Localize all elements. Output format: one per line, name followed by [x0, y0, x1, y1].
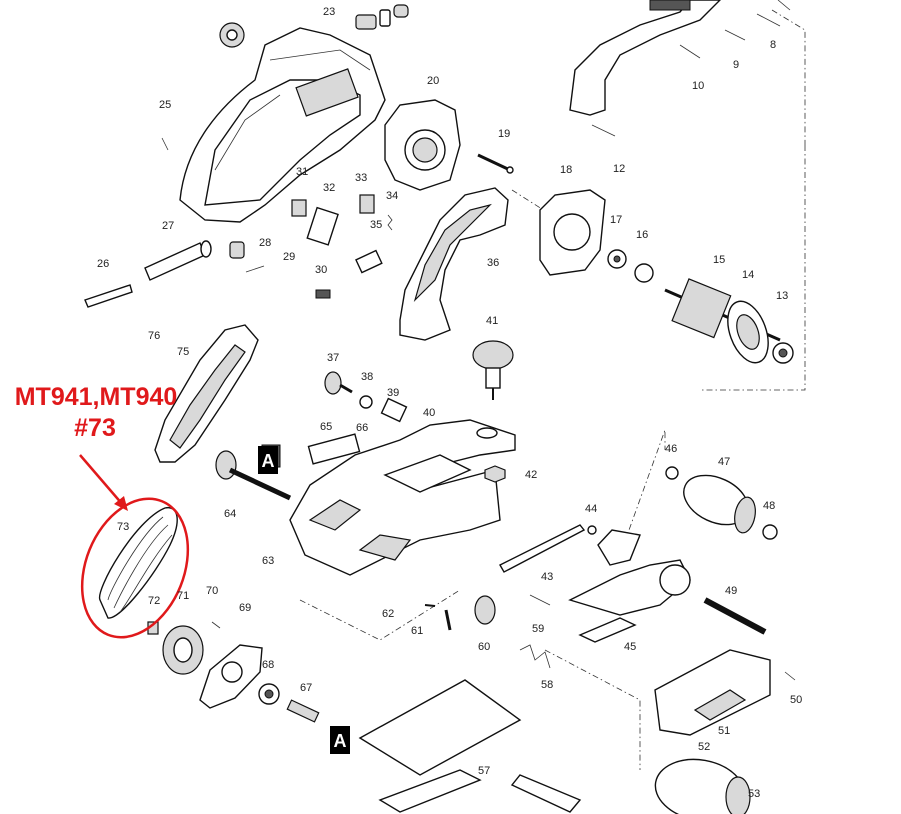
part-label-16: 16: [636, 229, 648, 241]
part-label-51: 51: [718, 725, 730, 737]
rear-housing-23: [179, 27, 386, 223]
part-label-48: 48: [763, 500, 775, 512]
marker-a-bottom-label: A: [334, 731, 347, 751]
part-label-47: 47: [718, 456, 730, 468]
part-label-9: 9: [733, 59, 739, 71]
part-label-69: 69: [239, 602, 251, 614]
front-handle-frame: [569, 0, 791, 137]
part-label-58: 58: [541, 679, 553, 691]
part-label-42: 42: [525, 469, 537, 481]
part-label-13: 13: [776, 290, 788, 302]
part-label-59: 59: [532, 623, 544, 635]
part-label-30: 30: [315, 264, 327, 276]
part-label-28: 28: [259, 237, 271, 249]
part-label-64: 64: [224, 508, 236, 520]
part-label-40: 40: [423, 407, 435, 419]
part-label-18: 18: [560, 164, 572, 176]
section-marker-a-bottom: A: [330, 726, 350, 754]
belt-cover-75: [154, 324, 259, 463]
part-label-44: 44: [585, 503, 597, 515]
drum-and-plate: [654, 597, 796, 814]
part-label-46: 46: [665, 443, 677, 455]
part-label-17: 17: [610, 214, 622, 226]
tension-assembly: [484, 465, 778, 643]
part-label-53: 53: [748, 788, 760, 800]
drive-belt-73: [98, 507, 178, 619]
handle-36: [399, 187, 509, 341]
part-label-38: 38: [361, 371, 373, 383]
part-label-23: 23: [323, 6, 335, 18]
part-label-29: 29: [283, 251, 295, 263]
armature-15: [607, 249, 794, 364]
part-label-67: 67: [300, 682, 312, 694]
part-label-62: 62: [382, 608, 394, 620]
part-label-57: 57: [478, 765, 490, 777]
part-label-49: 49: [725, 585, 737, 597]
part-label-36: 36: [487, 257, 499, 269]
field-coil-20: [384, 99, 461, 191]
part-label-66: 66: [356, 422, 368, 434]
screw-19: [477, 153, 514, 174]
part-label-25: 25: [159, 99, 171, 111]
lower-parts: [358, 594, 582, 813]
knob-41: [472, 340, 514, 400]
annotation-model-numbers: MT941,MT940: [14, 383, 178, 411]
part-label-65: 65: [320, 421, 332, 433]
housing-top-hardware: [219, 4, 409, 48]
part-label-73: 73: [117, 521, 129, 533]
fan-baffle-18: [539, 189, 606, 276]
annotation-part-reference: #73: [74, 414, 116, 442]
part-label-19: 19: [498, 128, 510, 140]
part-label-45: 45: [624, 641, 636, 653]
part-label-35: 35: [370, 219, 382, 231]
section-marker-a-top: A: [258, 446, 278, 474]
part-label-70: 70: [206, 585, 218, 597]
part-number-labels: 8 9 10 12 13 14 15 16 17 18 19 20 23 25 …: [97, 6, 802, 800]
part-label-61: 61: [411, 625, 423, 637]
part-label-68: 68: [262, 659, 274, 671]
base-frame-40: [289, 419, 516, 576]
part-label-33: 33: [355, 172, 367, 184]
part-label-71: 71: [177, 590, 189, 602]
part-label-12: 12: [613, 163, 625, 175]
part-label-72: 72: [148, 595, 160, 607]
part-label-34: 34: [386, 190, 398, 202]
part-label-41: 41: [486, 315, 498, 327]
part-label-32: 32: [323, 182, 335, 194]
parts-37-39: [324, 371, 408, 423]
part-label-37: 37: [327, 352, 339, 364]
part-label-15: 15: [713, 254, 725, 266]
part-label-76: 76: [148, 330, 160, 342]
part-label-26: 26: [97, 258, 109, 270]
marker-a-top-label: A: [262, 451, 275, 471]
highlight-ellipse: [79, 454, 190, 639]
part-label-75: 75: [177, 346, 189, 358]
part-label-39: 39: [387, 387, 399, 399]
small-parts-26-35: [84, 137, 393, 308]
part-label-50: 50: [790, 694, 802, 706]
part-label-52: 52: [698, 741, 710, 753]
part-label-20: 20: [427, 75, 439, 87]
part-label-43: 43: [541, 571, 553, 583]
part-label-31: 31: [296, 166, 308, 178]
part-label-27: 27: [162, 220, 174, 232]
part-label-63: 63: [262, 555, 274, 567]
part-label-10: 10: [692, 80, 704, 92]
part-label-8: 8: [770, 39, 776, 51]
part-label-60: 60: [478, 641, 490, 653]
pulley-71: [147, 621, 320, 723]
part-label-14: 14: [742, 269, 754, 281]
